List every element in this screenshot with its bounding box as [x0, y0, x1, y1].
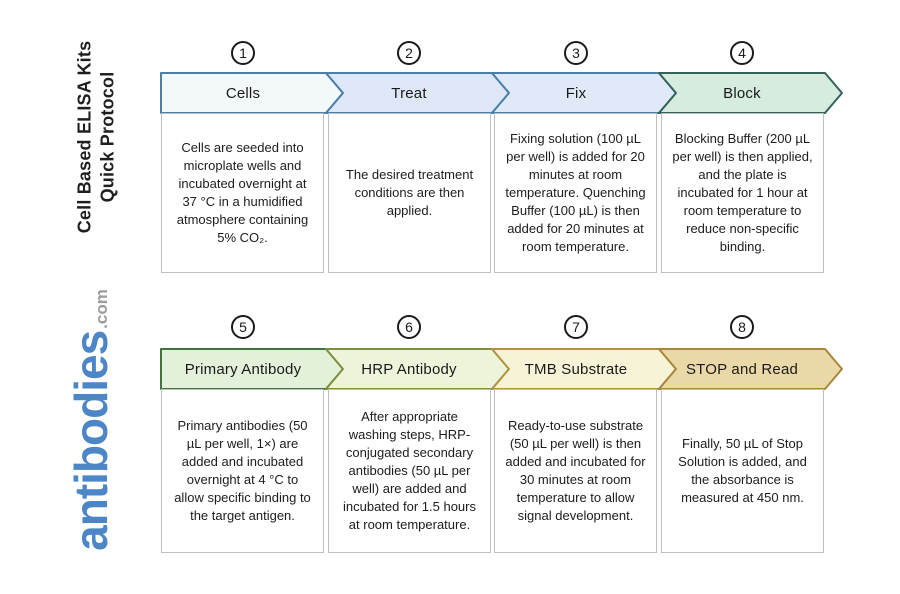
brand-logo-suffix: .com	[92, 289, 111, 329]
page-title-line1: Cell Based ELISA Kits	[74, 40, 95, 234]
step-8-number-badge: 8	[730, 315, 754, 339]
step-2-number-badge: 2	[397, 41, 421, 65]
step-3-description-text: Fixing solution (100 µL per well) is add…	[505, 131, 646, 254]
step-5-description: Primary antibodies (50 µL per well, 1×) …	[161, 389, 324, 553]
step-1-title: Cells	[225, 84, 261, 102]
step-3-number: 3	[572, 45, 580, 61]
step-2-description: The desired treatment conditions are the…	[328, 113, 491, 273]
step-5-description-text: Primary antibodies (50 µL per well, 1×) …	[174, 418, 311, 523]
process-arrow-band-row2	[160, 348, 843, 390]
step-4-title: Block	[723, 84, 761, 102]
step-4-number-badge: 4	[730, 41, 754, 65]
step-2-title: Treat	[391, 84, 427, 102]
arrow-shape-step-4	[658, 72, 843, 114]
step-6-number: 6	[405, 319, 413, 335]
step-2-number: 2	[405, 45, 413, 61]
step-1-description: Cells are seeded into microplate wells a…	[161, 113, 324, 273]
step-7-description: Ready-to-use substrate (50 µL per well) …	[494, 389, 657, 553]
step-4-number: 4	[738, 45, 746, 61]
step-6-number-badge: 6	[397, 315, 421, 339]
step-8-number: 8	[738, 319, 746, 335]
step-3-number-badge: 3	[564, 41, 588, 65]
step-5-number: 5	[239, 319, 247, 335]
brand-logo: antibodies.com	[64, 289, 118, 551]
step-6-title: HRP Antibody	[361, 360, 457, 378]
step-8-description-text: Finally, 50 µL of Stop Solution is added…	[678, 436, 807, 505]
page-title: Cell Based ELISA Kits Quick Protocol	[74, 41, 121, 234]
step-7-title: TMB Substrate	[524, 360, 628, 378]
step-6-description: After appropriate washing steps, HRP-con…	[328, 389, 491, 553]
arrow-shape-step-8	[658, 348, 843, 390]
process-arrow-band-row1	[160, 72, 843, 114]
step-4-description: Blocking Buffer (200 µL per well) is the…	[661, 113, 824, 273]
page-title-line2: Quick Protocol	[98, 71, 118, 203]
step-7-number-badge: 7	[564, 315, 588, 339]
step-3-title: Fix	[565, 84, 587, 102]
brand-logo-text: antibodies	[65, 330, 117, 551]
step-8-description: Finally, 50 µL of Stop Solution is added…	[661, 389, 824, 553]
step-1-number: 1	[239, 45, 247, 61]
step-2-description-text: The desired treatment conditions are the…	[345, 167, 474, 218]
step-3-description: Fixing solution (100 µL per well) is add…	[494, 113, 657, 273]
step-1-number-badge: 1	[231, 41, 255, 65]
step-5-title: Primary Antibody	[184, 360, 302, 378]
step-7-description-text: Ready-to-use substrate (50 µL per well) …	[505, 418, 646, 523]
step-7-number: 7	[572, 319, 580, 335]
step-1-description-text: Cells are seeded into microplate wells a…	[176, 140, 309, 245]
step-6-description-text: After appropriate washing steps, HRP-con…	[343, 409, 476, 532]
step-4-description-text: Blocking Buffer (200 µL per well) is the…	[672, 131, 813, 254]
step-5-number-badge: 5	[231, 315, 255, 339]
step-8-title: STOP and Read	[685, 360, 799, 378]
